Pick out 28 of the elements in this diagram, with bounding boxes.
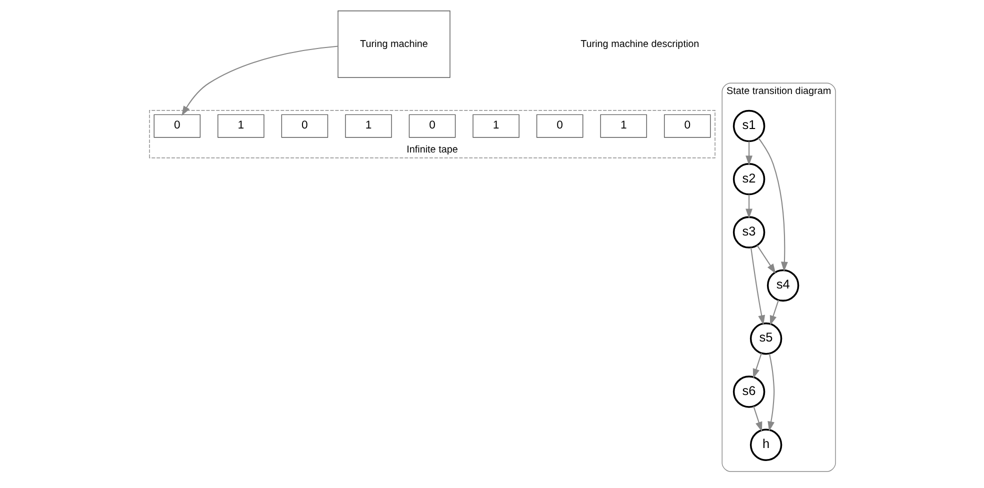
arrow (750, 248, 765, 326)
node-box: 1 (472, 114, 519, 138)
arrow (752, 406, 762, 432)
arrow (769, 300, 778, 326)
arrow (181, 46, 338, 116)
node-box: 0 (536, 114, 583, 138)
node-circle: s2 (732, 163, 765, 196)
arrow (767, 354, 774, 432)
arrow (756, 244, 776, 274)
node-circle: h (749, 428, 782, 462)
node-box: 0 (408, 114, 456, 138)
node-box: Turing machine (337, 10, 450, 78)
node-circle: s6 (732, 376, 765, 408)
node-box: 1 (600, 114, 646, 138)
arrow (745, 141, 752, 166)
node-box: 1 (217, 114, 264, 138)
arrow (758, 138, 788, 272)
node-box: 1 (344, 114, 392, 138)
node-box: 0 (280, 114, 328, 138)
arrow (745, 194, 752, 219)
node-box: 0 (153, 114, 200, 138)
label: Turing machine description (580, 38, 699, 50)
node-circle: s5 (749, 322, 782, 355)
node-circle: s1 (732, 110, 765, 142)
node-circle: s4 (766, 269, 799, 302)
node-box: 0 (664, 114, 710, 138)
node-circle: s3 (732, 216, 765, 248)
arrow (752, 353, 762, 379)
